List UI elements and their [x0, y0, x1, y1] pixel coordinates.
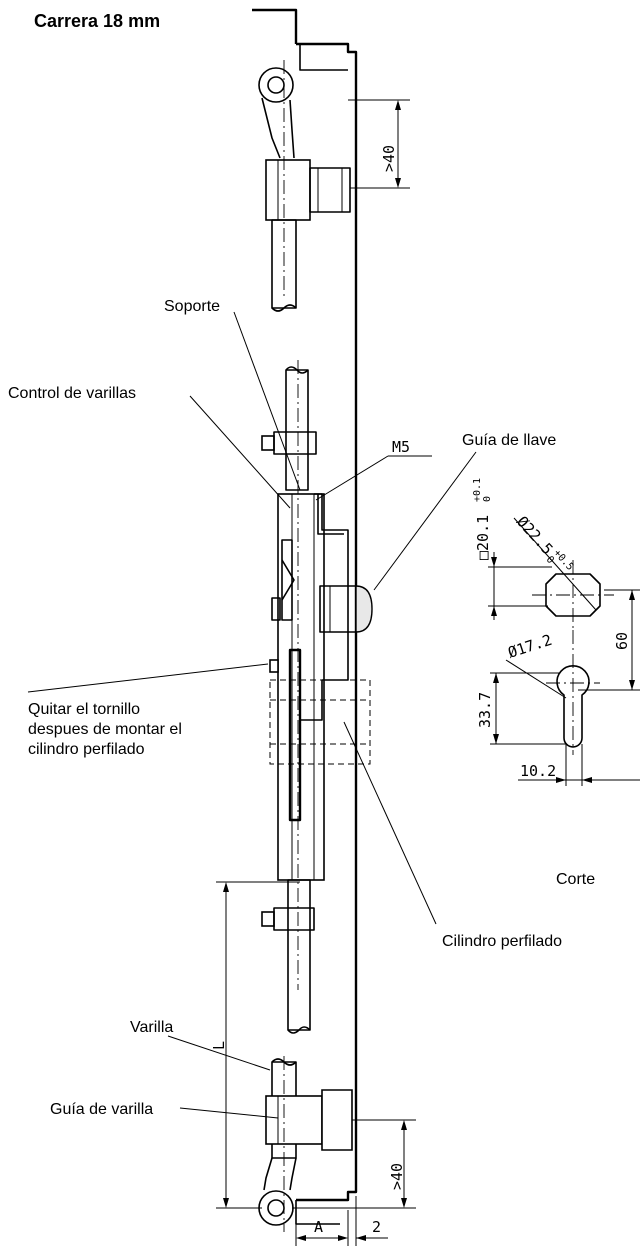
bottom-dimension-gt40: >40	[292, 1119, 416, 1209]
diam-22-tol-up: +0.5	[551, 548, 575, 573]
bottom-rod-guide-assembly	[258, 1056, 353, 1232]
ten-two-label: 10.2	[520, 762, 556, 780]
square-tol-up: +0.1	[472, 478, 483, 502]
drawing-title: Carrera 18 mm	[34, 11, 160, 31]
m5-callout: M5	[315, 438, 432, 501]
label-soporte: Soporte	[164, 298, 220, 315]
A-label: A	[314, 1218, 323, 1236]
length-dimension-L: L	[210, 881, 300, 1209]
bottom-A-2-dimensions: A 2	[295, 1196, 388, 1246]
two-label: 2	[372, 1218, 381, 1236]
cutout-detail: □20.1 +0.1 0 Ø22.5 +0.5 0 60 Ø17.2 33.7 …	[472, 478, 640, 786]
label-corte: Corte	[556, 871, 595, 888]
top-rod-guide-assembly	[258, 60, 351, 312]
m5-label: M5	[392, 438, 410, 456]
lower-rod	[261, 879, 315, 1034]
diam-22-5-label: Ø22.5	[513, 513, 557, 559]
top-dimension-gt40: >40	[348, 99, 410, 189]
bottom-gt40-label: >40	[388, 1163, 406, 1190]
label-quitar-line3: cilindro perfilado	[28, 741, 145, 758]
sixty-label: 60	[613, 632, 631, 650]
diam-22-tol-dn: 0	[544, 554, 556, 566]
label-quitar-line2: despues de montar el	[28, 721, 182, 738]
label-varilla: Varilla	[130, 1019, 173, 1036]
label-quitar-line1: Quitar el tornillo	[28, 701, 140, 718]
L-label: L	[210, 1041, 228, 1050]
top-gt40-label: >40	[380, 145, 398, 172]
square-tol-dn: 0	[482, 496, 493, 502]
leader-lines	[27, 311, 477, 1119]
square-20-1-label: □20.1	[474, 515, 492, 560]
label-cilindro-perfilado: Cilindro perfilado	[442, 933, 562, 950]
label-guia-de-llave: Guía de llave	[462, 432, 556, 449]
label-guia-de-varilla: Guía de varilla	[50, 1101, 153, 1118]
diam-17-2-label: Ø17.2	[506, 631, 555, 662]
thirty-three-label: 33.7	[476, 692, 494, 728]
label-control-de-varillas: Control de varillas	[8, 385, 136, 402]
